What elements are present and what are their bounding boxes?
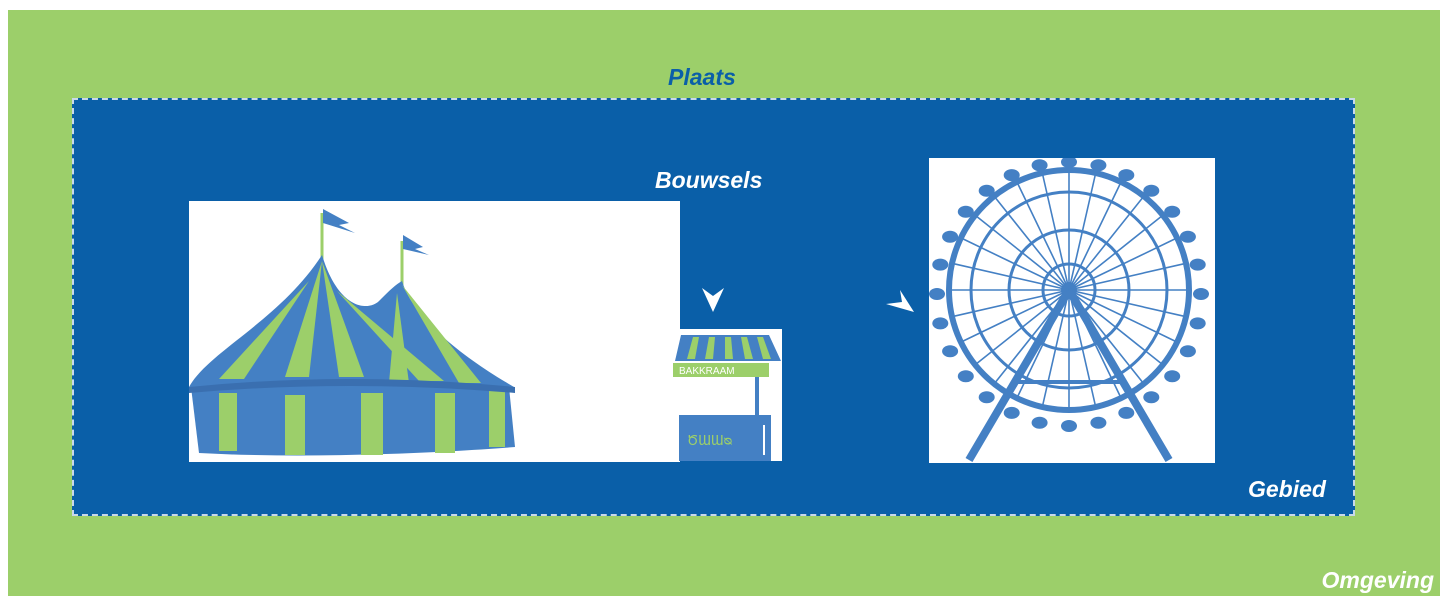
ferris-wheel-image: [929, 158, 1215, 463]
circus-tent-image: [189, 201, 680, 462]
market-stall-icon: BAKKRAAM ԾƜƜᴓ: [673, 335, 781, 461]
omgeving-label: Omgeving: [1321, 567, 1434, 593]
stall-sign-text: BAKKRAAM: [679, 366, 735, 377]
plaats-label: Plaats: [668, 64, 736, 90]
gebied-label: Gebied: [1248, 476, 1326, 502]
arrow-right-icon: [886, 290, 914, 312]
market-stall-image: BAKKRAAM ԾƜƜᴓ: [673, 329, 782, 461]
bouwsels-label: Bouwsels: [655, 167, 763, 193]
arrow-down-icon: [702, 288, 724, 312]
circus-tent-icon: [189, 209, 515, 456]
ferris-wheel-icon: [929, 158, 1209, 463]
stall-ornament-text: ԾƜƜᴓ: [687, 434, 733, 449]
